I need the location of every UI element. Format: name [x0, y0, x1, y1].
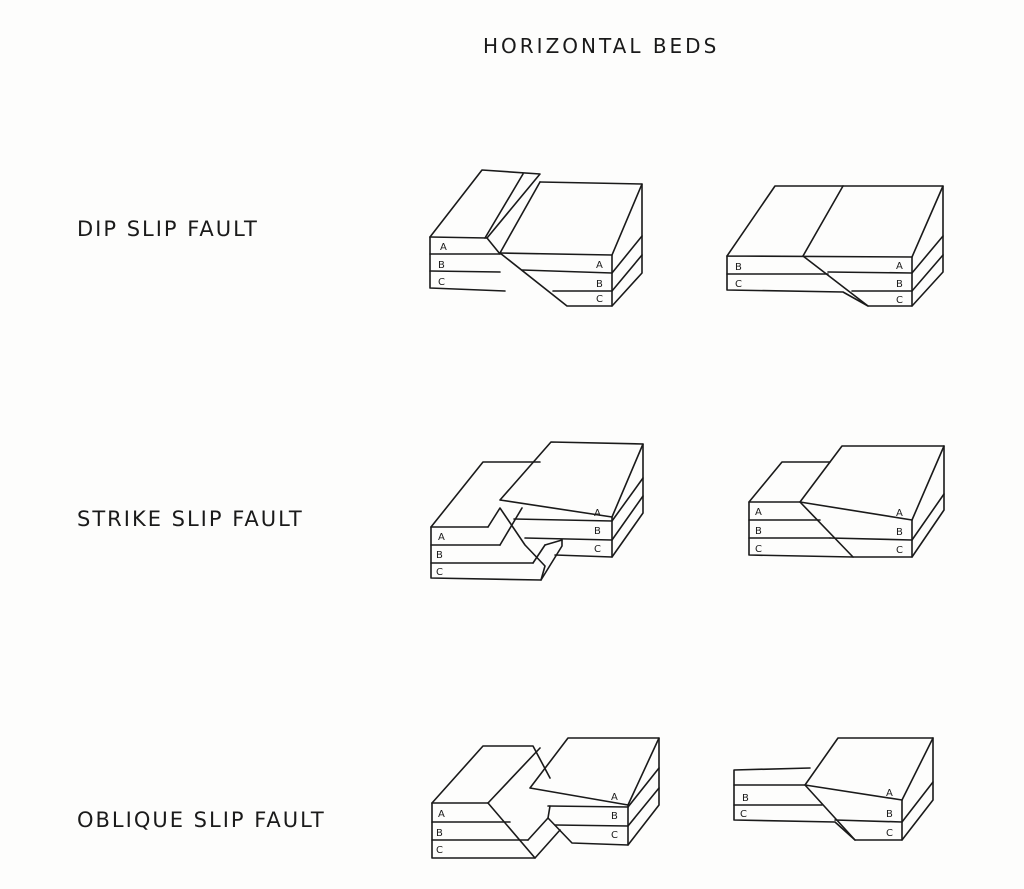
layer-label-b: B	[611, 811, 618, 822]
layer-label-c: C	[611, 830, 618, 841]
row-label-dip-slip: DIP SLIP FAULT	[77, 217, 259, 241]
strike-slip-offset-block	[430, 461, 563, 581]
row-label-strike-slip: STRIKE SLIP FAULT	[77, 507, 304, 531]
layer-label-a: A	[611, 792, 618, 803]
layer-label-b: B	[886, 809, 893, 820]
layer-label-c: C	[735, 279, 742, 290]
layer-label-b: B	[735, 262, 742, 273]
layer-label-a: A	[594, 508, 601, 519]
layer-label-b: B	[594, 526, 601, 537]
layer-label-a: A	[896, 261, 903, 272]
diagram-title: HORIZONTAL BEDS	[483, 34, 720, 58]
layer-label-b: B	[436, 828, 443, 839]
oblique-slip-upper-block	[529, 737, 660, 846]
dip-slip-upthrown-block	[429, 169, 541, 292]
layer-label-c: C	[436, 567, 443, 578]
layer-label-c: C	[896, 545, 903, 556]
layer-label-c: C	[438, 277, 445, 288]
layer-label-b: B	[896, 279, 903, 290]
layer-label-c: C	[436, 845, 443, 856]
layer-label-a: A	[438, 532, 445, 543]
layer-label-a: A	[438, 809, 445, 820]
oblique-slip-lower-block	[431, 745, 561, 859]
strike-slip-main-block	[499, 441, 644, 558]
layer-label-c: C	[740, 809, 747, 820]
layer-label-c: C	[594, 544, 601, 555]
layer-label-b: B	[438, 260, 445, 271]
dip-slip-downthrown-block	[499, 181, 643, 307]
layer-label-a: A	[886, 788, 893, 799]
layer-label-b: B	[742, 793, 749, 804]
layer-label-b: B	[596, 279, 603, 290]
layer-label-a: A	[755, 507, 762, 518]
layer-label-b: B	[896, 527, 903, 538]
layer-label-c: C	[896, 295, 903, 306]
layer-label-b: B	[755, 526, 762, 537]
layer-label-c: C	[755, 544, 762, 555]
layer-label-c: C	[886, 828, 893, 839]
layer-label-a: A	[440, 242, 447, 253]
layer-label-a: A	[596, 260, 603, 271]
layer-label-b: B	[436, 550, 443, 561]
layer-label-a: A	[896, 508, 903, 519]
row-label-oblique-slip: OBLIQUE SLIP FAULT	[77, 808, 326, 832]
layer-label-c: C	[596, 294, 603, 305]
